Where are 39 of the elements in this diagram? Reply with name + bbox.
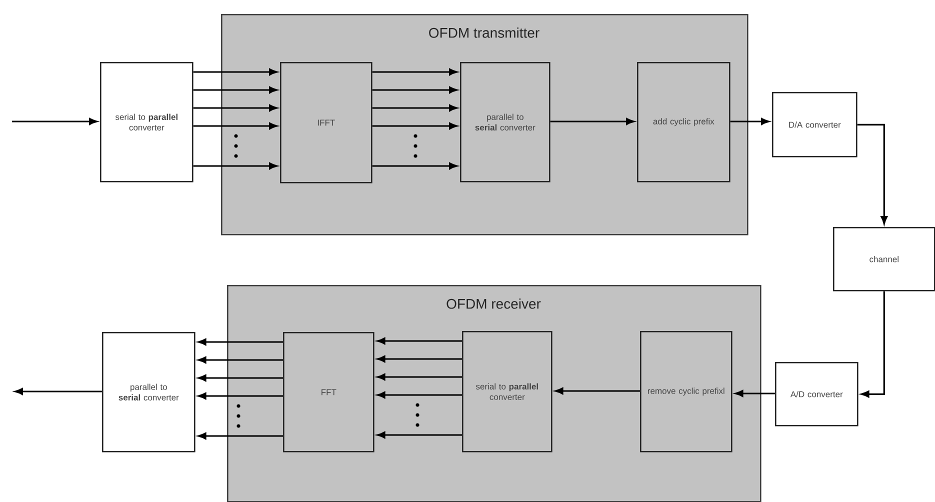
arrow [372,162,458,170]
block-box: add cyclic prefix [637,62,730,182]
block-box: FFT [283,332,374,452]
block-box: serial to parallel converter [462,331,552,452]
arrow [193,86,278,94]
arrow [376,356,462,362]
arrow [372,104,458,112]
arrow [198,432,283,440]
arrow [193,104,278,112]
block-box: remove cyclic prefixl [640,331,732,452]
block-box: A/D converter [775,362,858,426]
arrow [193,162,278,170]
arrow [857,124,888,224]
arrow [554,388,640,394]
arrow [198,338,283,346]
arrow [376,338,462,344]
arrow [372,68,458,76]
arrow [376,432,462,438]
arrow [198,374,283,382]
arrow [376,392,462,398]
block-box: D/A converter [772,92,858,158]
arrow [730,118,770,125]
block-box: parallel to serial converter [460,62,550,182]
arrow [12,118,98,125]
arrow [860,291,885,398]
block-box: channel [833,226,935,292]
arrow [734,390,775,397]
arrow [193,122,278,130]
arrow [550,118,634,125]
arrow [372,122,458,130]
arrow [372,86,458,94]
arrow [198,392,283,400]
arrow [198,356,283,364]
block-box: parallel to serial converter [102,332,196,452]
block-box: IFFT [280,62,372,184]
arrow [14,388,102,395]
block-box: serial to parallel converter [100,62,194,182]
arrow [193,68,278,76]
arrow [376,374,462,380]
